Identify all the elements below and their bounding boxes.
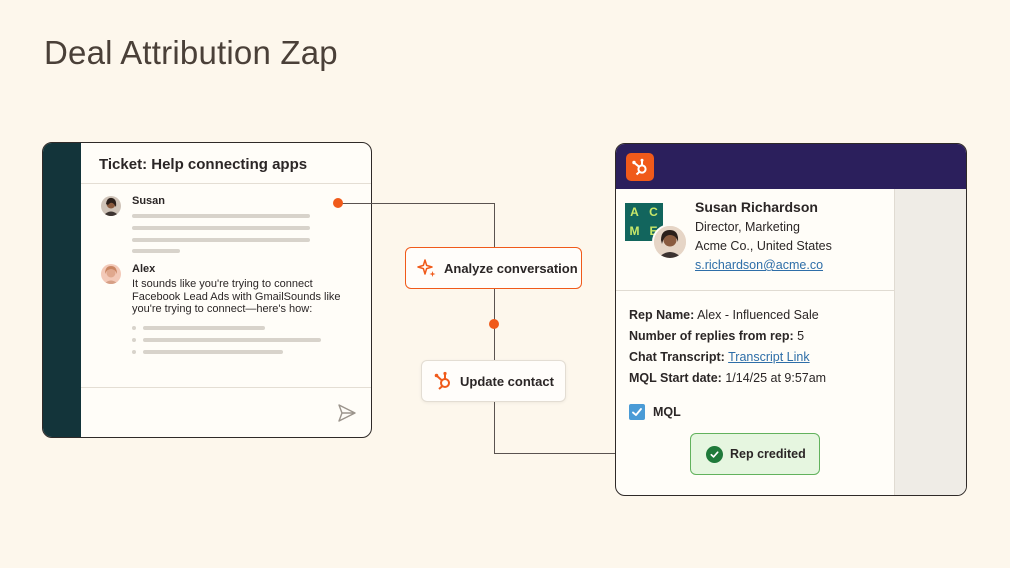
connector-line: [338, 203, 495, 204]
message-author: Susan: [132, 195, 166, 207]
text-placeholder-line: [132, 226, 310, 230]
divider: [616, 290, 894, 291]
rep-credited-badge: Rep credited: [690, 433, 820, 475]
text-placeholder-line: [132, 249, 180, 253]
step-label: Update contact: [460, 373, 554, 389]
logo-letter: M: [629, 224, 640, 238]
mql-label: MQL: [653, 405, 681, 419]
hubspot-icon: [432, 370, 454, 392]
badge-label: Rep credited: [730, 447, 806, 461]
divider: [81, 183, 371, 184]
text-placeholder-line: [143, 350, 283, 354]
step-label: Analyze conversation: [444, 260, 578, 276]
send-icon[interactable]: [337, 403, 357, 428]
check-circle-icon: [706, 445, 723, 463]
bullet: [132, 350, 136, 354]
page-title: Deal Attribution Zap: [44, 34, 338, 71]
logo-letter: E: [649, 224, 658, 238]
message-text: It sounds like you're trying to connect …: [132, 278, 341, 315]
connector-dot: [333, 198, 343, 208]
crm-sidebar: [894, 189, 966, 495]
connector-dot: [489, 319, 499, 329]
contact-company: Acme Co., United States: [695, 239, 832, 253]
hubspot-logo-icon: [626, 153, 654, 181]
field-label: Chat Transcript:: [629, 350, 725, 364]
avatar-susan: [101, 196, 121, 216]
avatar-alex: [101, 264, 121, 284]
connector-line: [494, 203, 495, 248]
text-placeholder-line: [132, 238, 310, 242]
contact-email-link[interactable]: s.richardson@acme.co: [695, 258, 824, 272]
contact-avatar: [652, 224, 688, 260]
step-update-contact[interactable]: Update contact: [421, 360, 566, 402]
bullet: [132, 338, 136, 342]
company-logo: A C M E: [625, 203, 663, 241]
ai-sparkle-icon: [416, 257, 438, 279]
contact-name: Susan Richardson: [695, 199, 818, 215]
connector-line: [494, 453, 690, 454]
ticket-card: Ticket: Help connecting apps Susan Alex …: [42, 142, 372, 438]
transcript-link[interactable]: Transcript Link: [728, 350, 810, 364]
field-value: 5: [797, 329, 805, 343]
ticket-sidebar: [43, 143, 81, 437]
composer-divider: [81, 387, 371, 388]
step-analyze-conversation[interactable]: Analyze conversation: [405, 247, 582, 289]
connector-line: [494, 402, 495, 454]
field-label: Rep Name:: [629, 308, 695, 322]
crm-header: [616, 144, 966, 189]
field-label: Number of replies from rep:: [629, 329, 794, 343]
bullet: [132, 326, 136, 330]
field-mql-start: MQL Start date: 1/14/25 at 9:57am: [629, 371, 826, 385]
mql-checkbox[interactable]: [629, 404, 645, 420]
field-replies: Number of replies from rep: 5: [629, 329, 804, 343]
text-placeholder-line: [132, 214, 310, 218]
field-value: 1/14/25 at 9:57am: [725, 371, 827, 385]
field-transcript: Chat Transcript: Transcript Link: [629, 350, 810, 364]
message-author: Alex: [132, 263, 156, 275]
field-label: MQL Start date:: [629, 371, 722, 385]
contact-role: Director, Marketing: [695, 220, 800, 234]
logo-letter: C: [649, 205, 658, 219]
text-placeholder-line: [143, 338, 321, 342]
logo-letter: A: [630, 205, 639, 219]
ticket-title: Ticket: Help connecting apps: [99, 156, 308, 173]
field-value: Alex - Influenced Sale: [697, 308, 819, 322]
text-placeholder-line: [143, 326, 265, 330]
field-rep-name: Rep Name: Alex - Influenced Sale: [629, 308, 819, 322]
